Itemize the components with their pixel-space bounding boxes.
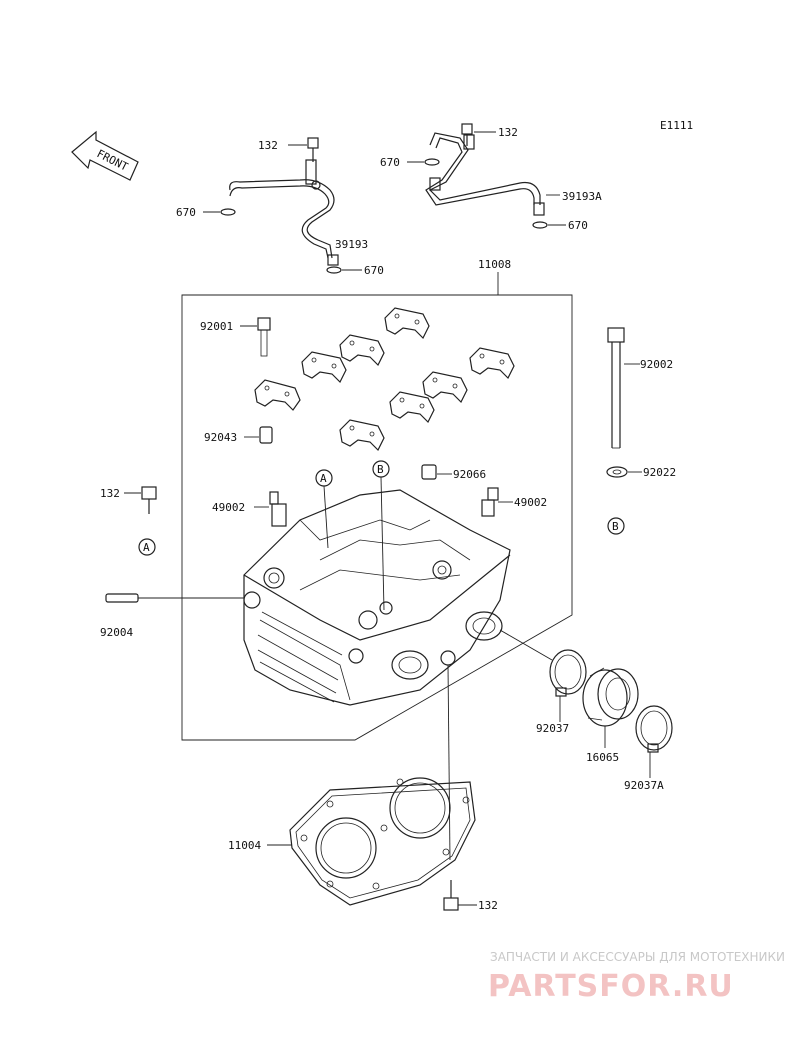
watermark-logo: PARTSFOR.RU [488, 969, 734, 1004]
washer-92022[interactable] [606, 466, 628, 478]
bolt-92001[interactable] [257, 317, 271, 357]
label-92037: 92037 [536, 722, 569, 735]
svg-text:B: B [377, 463, 384, 476]
oil-pipe-left[interactable] [220, 159, 342, 274]
oil-pipe-right[interactable] [424, 132, 548, 229]
seal-92066[interactable] [421, 464, 437, 480]
bolt-132-bottom[interactable] [443, 880, 459, 911]
label-670-left-top: 670 [176, 206, 196, 219]
bolt-132-top-left[interactable] [307, 137, 319, 162]
svg-text:A: A [143, 541, 150, 554]
label-39193A: 39193A [562, 190, 602, 203]
label-92022: 92022 [643, 466, 676, 479]
label-49002-left: 49002 [212, 501, 245, 514]
cylinder-head[interactable] [243, 489, 511, 706]
label-92001: 92001 [200, 320, 233, 333]
sensor-49002-right[interactable] [481, 487, 499, 517]
svg-text:A: A [320, 472, 327, 485]
label-11008: 11008 [478, 258, 511, 271]
diagram-code: E1111 [660, 119, 693, 132]
clamp-92037[interactable] [549, 649, 587, 697]
label-92004: 92004 [100, 626, 133, 639]
stud-92004[interactable] [105, 593, 139, 603]
label-92066: 92066 [453, 468, 486, 481]
label-670-left-bottom: 670 [364, 264, 384, 277]
sensor-49002-left[interactable] [269, 491, 287, 527]
bolt-132-top-right[interactable] [461, 123, 473, 146]
callout-a-head: A [315, 469, 333, 487]
head-gasket-11004[interactable] [289, 777, 476, 906]
label-92043: 92043 [204, 431, 237, 444]
carburetor-holder-16065[interactable] [582, 667, 639, 727]
label-39193: 39193 [335, 238, 368, 251]
label-16065: 16065 [586, 751, 619, 764]
label-132-left: 132 [100, 487, 120, 500]
clamp-92037A[interactable] [635, 705, 673, 753]
cylinder-head-assy-frame [181, 294, 573, 741]
label-670-right-bottom: 670 [568, 219, 588, 232]
front-arrow-icon: FRONT [71, 130, 139, 181]
camshaft-caps[interactable] [254, 307, 515, 452]
bolt-92002[interactable] [607, 327, 625, 449]
label-92002: 92002 [640, 358, 673, 371]
label-11004: 11004 [228, 839, 261, 852]
callout-b-right: B [607, 517, 625, 535]
label-670-right-top: 670 [380, 156, 400, 169]
callout-b-head: B [372, 460, 390, 478]
label-49002-right: 49002 [514, 496, 547, 509]
dowel-92043[interactable] [259, 426, 273, 444]
watermark-subtitle: ЗАПЧАСТИ И АКСЕССУАРЫ ДЛЯ МОТОТЕХНИКИ [490, 950, 785, 964]
label-92037A: 92037A [624, 779, 664, 792]
svg-text:B: B [612, 520, 619, 533]
label-132-bottom: 132 [478, 899, 498, 912]
callout-a-left: A [138, 538, 156, 556]
label-132-top-left: 132 [258, 139, 278, 152]
bolt-132-left[interactable] [141, 486, 157, 514]
front-label: FRONT [95, 147, 131, 174]
label-132-top-right: 132 [498, 126, 518, 139]
